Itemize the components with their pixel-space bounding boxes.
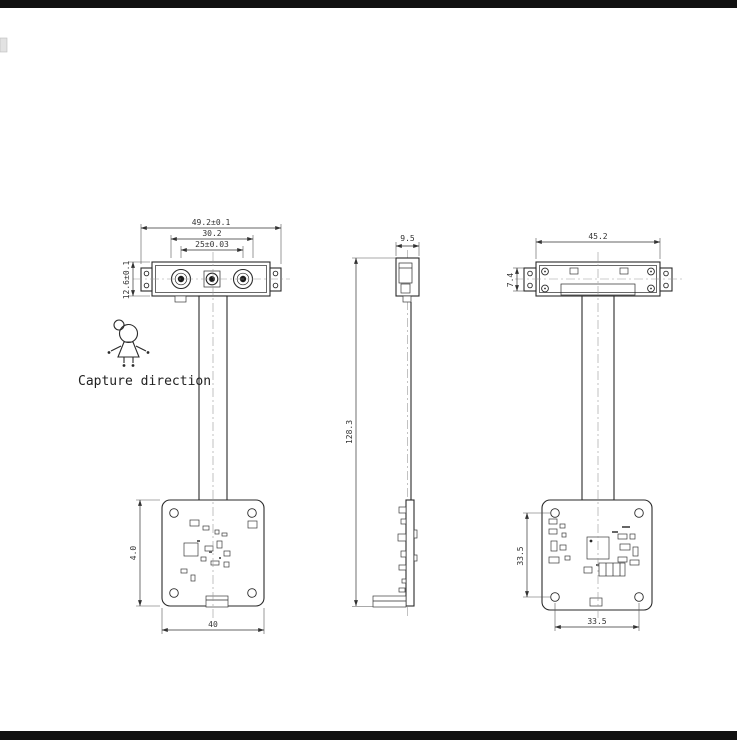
ear-hole xyxy=(527,282,533,289)
side-boss xyxy=(402,295,412,303)
dim-rear-pcb-width: 33.5 xyxy=(587,617,606,626)
rear-right-ear xyxy=(659,267,673,292)
capture-direction-label: Capture direction xyxy=(78,374,211,389)
front-flex-ribbon xyxy=(198,295,228,503)
top-border-bar xyxy=(0,0,737,8)
side-dimensions: 9.5 128.3 xyxy=(345,234,420,607)
ear-hole xyxy=(527,270,533,277)
pcb-hole xyxy=(550,592,560,602)
hand-dot xyxy=(107,351,111,354)
front-boss xyxy=(174,295,187,303)
ear-hole xyxy=(272,270,279,277)
rear-flex-ribbon xyxy=(581,295,615,501)
dim-front-top-outer: 49.2±0.1 xyxy=(192,218,231,227)
dim-side-top-width: 9.5 xyxy=(400,234,415,243)
pcb-hole xyxy=(169,508,179,518)
dim-side-total-height: 128.3 xyxy=(345,420,354,444)
pcb-hole xyxy=(247,508,257,518)
rear-bar-screws xyxy=(541,267,655,293)
pcb-hole xyxy=(634,592,644,602)
hand-dot xyxy=(146,351,150,354)
foot-dot xyxy=(122,364,126,367)
rear-pcb-connector xyxy=(598,562,626,577)
bottom-border-bar xyxy=(0,731,737,740)
front-right-ear xyxy=(269,267,282,292)
person-figure-icon xyxy=(110,319,147,363)
ear-hole xyxy=(143,282,150,289)
capture-direction: Capture direction xyxy=(78,319,211,389)
dim-front-left-height: 12.6±0.1 xyxy=(122,261,131,300)
pcb-hole xyxy=(169,588,179,598)
front-view: 49.2±0.1 30.2 25±0.03 12.6±0.1 40 4.0 xyxy=(122,218,290,634)
pcb-hole xyxy=(247,588,257,598)
dim-front-top-inner: 25±0.03 xyxy=(195,240,229,249)
rear-dimensions: 45.2 7.4 33.5 33.5 xyxy=(506,232,661,631)
dim-front-top-mid: 30.2 xyxy=(202,229,221,238)
front-pcb-components xyxy=(180,519,258,582)
ear-hole xyxy=(143,270,150,277)
foot-dot xyxy=(131,364,135,367)
dim-rear-pcb-height: 33.5 xyxy=(516,546,525,565)
pcb-hole xyxy=(634,508,644,518)
side-pcb-components xyxy=(397,506,418,593)
rear-left-ear xyxy=(523,267,537,292)
ear-hole xyxy=(272,282,279,289)
side-view: 9.5 128.3 xyxy=(345,234,420,616)
front-pcb-connector xyxy=(205,595,229,608)
dim-front-pcb-width: 40 xyxy=(208,620,218,629)
front-left-ear xyxy=(140,267,153,292)
pcb-hole xyxy=(550,508,560,518)
ear-hole xyxy=(663,282,669,289)
page-borders xyxy=(0,0,737,740)
dim-rear-top-width: 45.2 xyxy=(588,232,607,241)
rear-pcb-components xyxy=(548,518,640,607)
ear-hole xyxy=(663,270,669,277)
dim-rear-head-height: 7.4 xyxy=(506,273,515,288)
dim-front-pcb-height: 4.0 xyxy=(129,546,138,561)
rear-view: 45.2 7.4 33.5 33.5 xyxy=(506,232,682,631)
left-edge-tab xyxy=(0,37,8,53)
side-pcb xyxy=(405,499,415,607)
front-dimensions: 49.2±0.1 30.2 25±0.03 12.6±0.1 40 4.0 xyxy=(122,218,282,634)
side-pcb-connector xyxy=(372,595,407,608)
